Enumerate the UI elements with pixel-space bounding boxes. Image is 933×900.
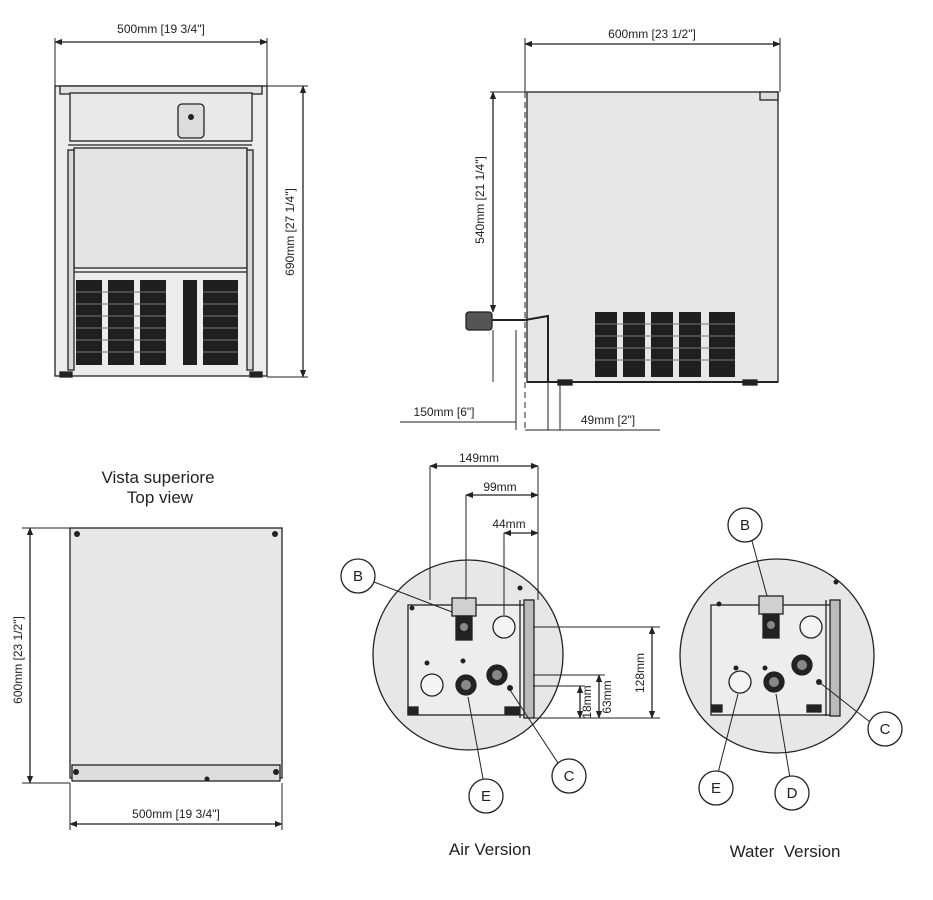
- side-foot-label: 49mm [2"]: [581, 413, 635, 427]
- air-top-port: [492, 615, 516, 639]
- top-width-label: 500mm [19 3/4"]: [132, 807, 220, 821]
- air-callout-e: [468, 778, 504, 814]
- air-callout-c: [551, 758, 587, 794]
- dim-44-label: 44mm: [492, 517, 525, 531]
- front-door-panel: [73, 147, 248, 269]
- air-callout-e-letter: E: [481, 788, 491, 805]
- top-view-title-italian: Vista superiore: [101, 468, 214, 487]
- air-callout-c-letter: C: [564, 768, 575, 785]
- dim-149-label: 149mm: [459, 451, 499, 465]
- water-version-detail: [679, 507, 903, 811]
- water-callout-d: [774, 775, 810, 811]
- front-height-label: 690mm [27 1/4"]: [283, 188, 297, 276]
- water-left-port: [728, 670, 752, 694]
- water-callout-b: [727, 507, 763, 543]
- water-callout-e: [698, 770, 734, 806]
- water-callout-c-letter: C: [880, 721, 891, 738]
- top-body: [69, 527, 283, 779]
- dim-63-label: 63mm: [600, 680, 614, 713]
- front-vent-grille: [76, 280, 238, 365]
- water-callout-d-letter: D: [787, 785, 798, 802]
- top-depth-label: 600mm [23 1/2"]: [11, 616, 25, 704]
- side-vent-grille: [595, 312, 735, 377]
- water-version-caption: Water Version: [730, 842, 841, 861]
- air-callout-b: [340, 558, 376, 594]
- dim-99-label: 99mm: [483, 480, 516, 494]
- drain-hose: [490, 314, 549, 382]
- hose-connector: [465, 311, 493, 331]
- air-version-caption: Air Version: [449, 840, 531, 859]
- air-version-detail: [340, 462, 660, 814]
- front-width-label: 500mm [19 3/4"]: [117, 22, 205, 36]
- air-callout-b-letter: B: [353, 568, 363, 585]
- dim-128-label: 128mm: [633, 653, 647, 693]
- side-depth-label: 600mm [23 1/2"]: [608, 27, 696, 41]
- side-view: [400, 38, 781, 431]
- side-height-label: 540mm [21 1/4"]: [473, 156, 487, 244]
- water-callout-b-letter: B: [740, 517, 750, 534]
- air-left-port: [420, 673, 444, 697]
- front-view: [54, 38, 308, 378]
- water-top-port: [799, 615, 823, 639]
- top-view-title-english: Top view: [127, 488, 194, 507]
- dim-18-label: 18mm: [580, 685, 594, 718]
- top-view: [22, 527, 283, 830]
- drain-knob: [177, 103, 205, 139]
- side-bottom-offset-label: 150mm [6"]: [414, 405, 475, 419]
- water-callout-c: [867, 711, 903, 747]
- water-callout-e-letter: E: [711, 780, 721, 797]
